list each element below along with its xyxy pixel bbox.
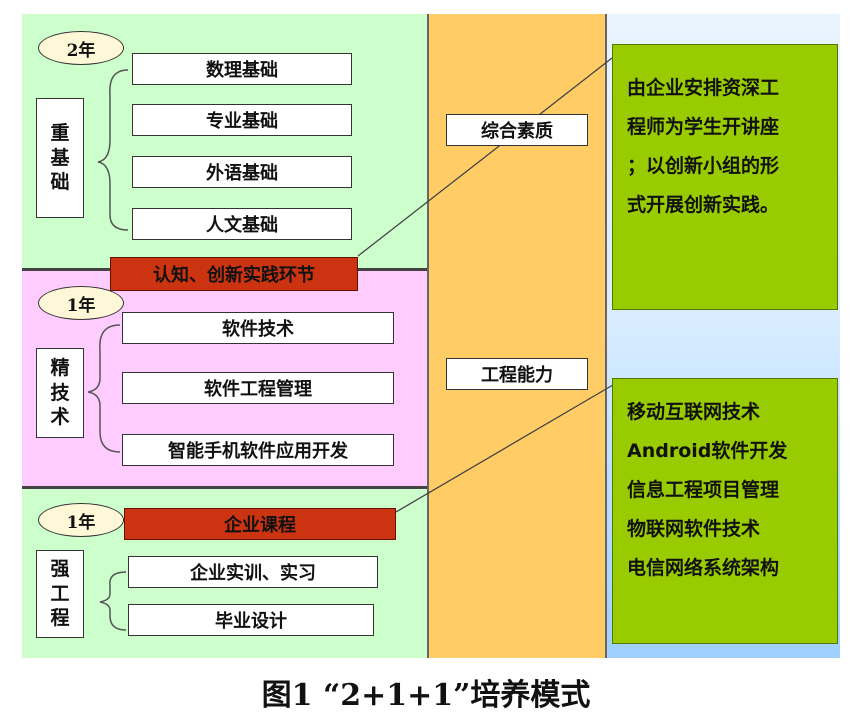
label-char: 重 bbox=[50, 121, 70, 144]
label-char: 强 bbox=[50, 557, 70, 580]
engineering-ability-box: 工程能力 bbox=[446, 358, 588, 390]
duration-oval-1: 2年 bbox=[38, 31, 124, 65]
course-box: 外语基础 bbox=[132, 156, 352, 188]
connector-line-top bbox=[357, 57, 613, 257]
divider-middle-left bbox=[427, 14, 429, 658]
course-box: 智能手机软件应用开发 bbox=[122, 434, 394, 466]
course-box: 企业实训、实习 bbox=[128, 556, 378, 588]
divider-middle-right bbox=[605, 14, 607, 658]
course-list-box: 移动互联网技术 Android软件开发 信息工程项目管理 物联网软件技术 电信网… bbox=[612, 378, 838, 644]
label-char: 技 bbox=[50, 381, 70, 404]
course-item: 信息工程项目管理 bbox=[627, 479, 780, 501]
note-line: 式开展创新实践。 bbox=[627, 194, 780, 216]
note-line: 程师为学生开讲座 bbox=[627, 116, 780, 138]
course-item: 物联网软件技术 bbox=[627, 518, 761, 540]
label-char: 术 bbox=[50, 406, 70, 429]
brace-2 bbox=[87, 324, 121, 453]
course-box: 毕业设计 bbox=[128, 604, 374, 636]
label-char: 础 bbox=[50, 171, 70, 194]
divider-2 bbox=[22, 486, 428, 489]
course-item: 电信网络系统架构 bbox=[627, 557, 780, 579]
section-label-1: 重 基 础 bbox=[36, 98, 84, 218]
label-char: 基 bbox=[50, 146, 70, 169]
note-line: ；以创新小组的形 bbox=[627, 155, 780, 177]
brace-1 bbox=[97, 69, 129, 231]
course-item: 移动互联网技术 bbox=[627, 401, 761, 423]
course-box: 数理基础 bbox=[132, 53, 352, 85]
section-label-3: 强 工 程 bbox=[36, 550, 84, 638]
course-box: 软件工程管理 bbox=[122, 372, 394, 404]
connector-line-bottom bbox=[395, 381, 619, 513]
course-box: 软件技术 bbox=[122, 312, 394, 344]
note-line: 由企业安排资深工 bbox=[627, 77, 780, 99]
course-box: 专业基础 bbox=[132, 104, 352, 136]
duration-oval-3: 1年 bbox=[38, 503, 124, 537]
label-char: 精 bbox=[50, 356, 70, 379]
lecture-note-box: 由企业安排资深工 程师为学生开讲座 ；以创新小组的形 式开展创新实践。 bbox=[612, 44, 838, 310]
course-box: 人文基础 bbox=[132, 208, 352, 240]
section-label-2: 精 技 术 bbox=[36, 348, 84, 438]
enterprise-bar: 企业课程 bbox=[124, 508, 396, 540]
duration-oval-2: 1年 bbox=[38, 286, 124, 320]
figure-caption: 图1 “2+1+1”培养模式 bbox=[261, 678, 591, 713]
quality-box: 综合素质 bbox=[446, 114, 588, 146]
label-char: 工 bbox=[50, 582, 70, 605]
label-char: 程 bbox=[50, 607, 70, 630]
brace-3 bbox=[99, 571, 127, 631]
practice-bar: 认知、创新实践环节 bbox=[110, 257, 358, 291]
course-item: Android软件开发 bbox=[627, 440, 788, 462]
